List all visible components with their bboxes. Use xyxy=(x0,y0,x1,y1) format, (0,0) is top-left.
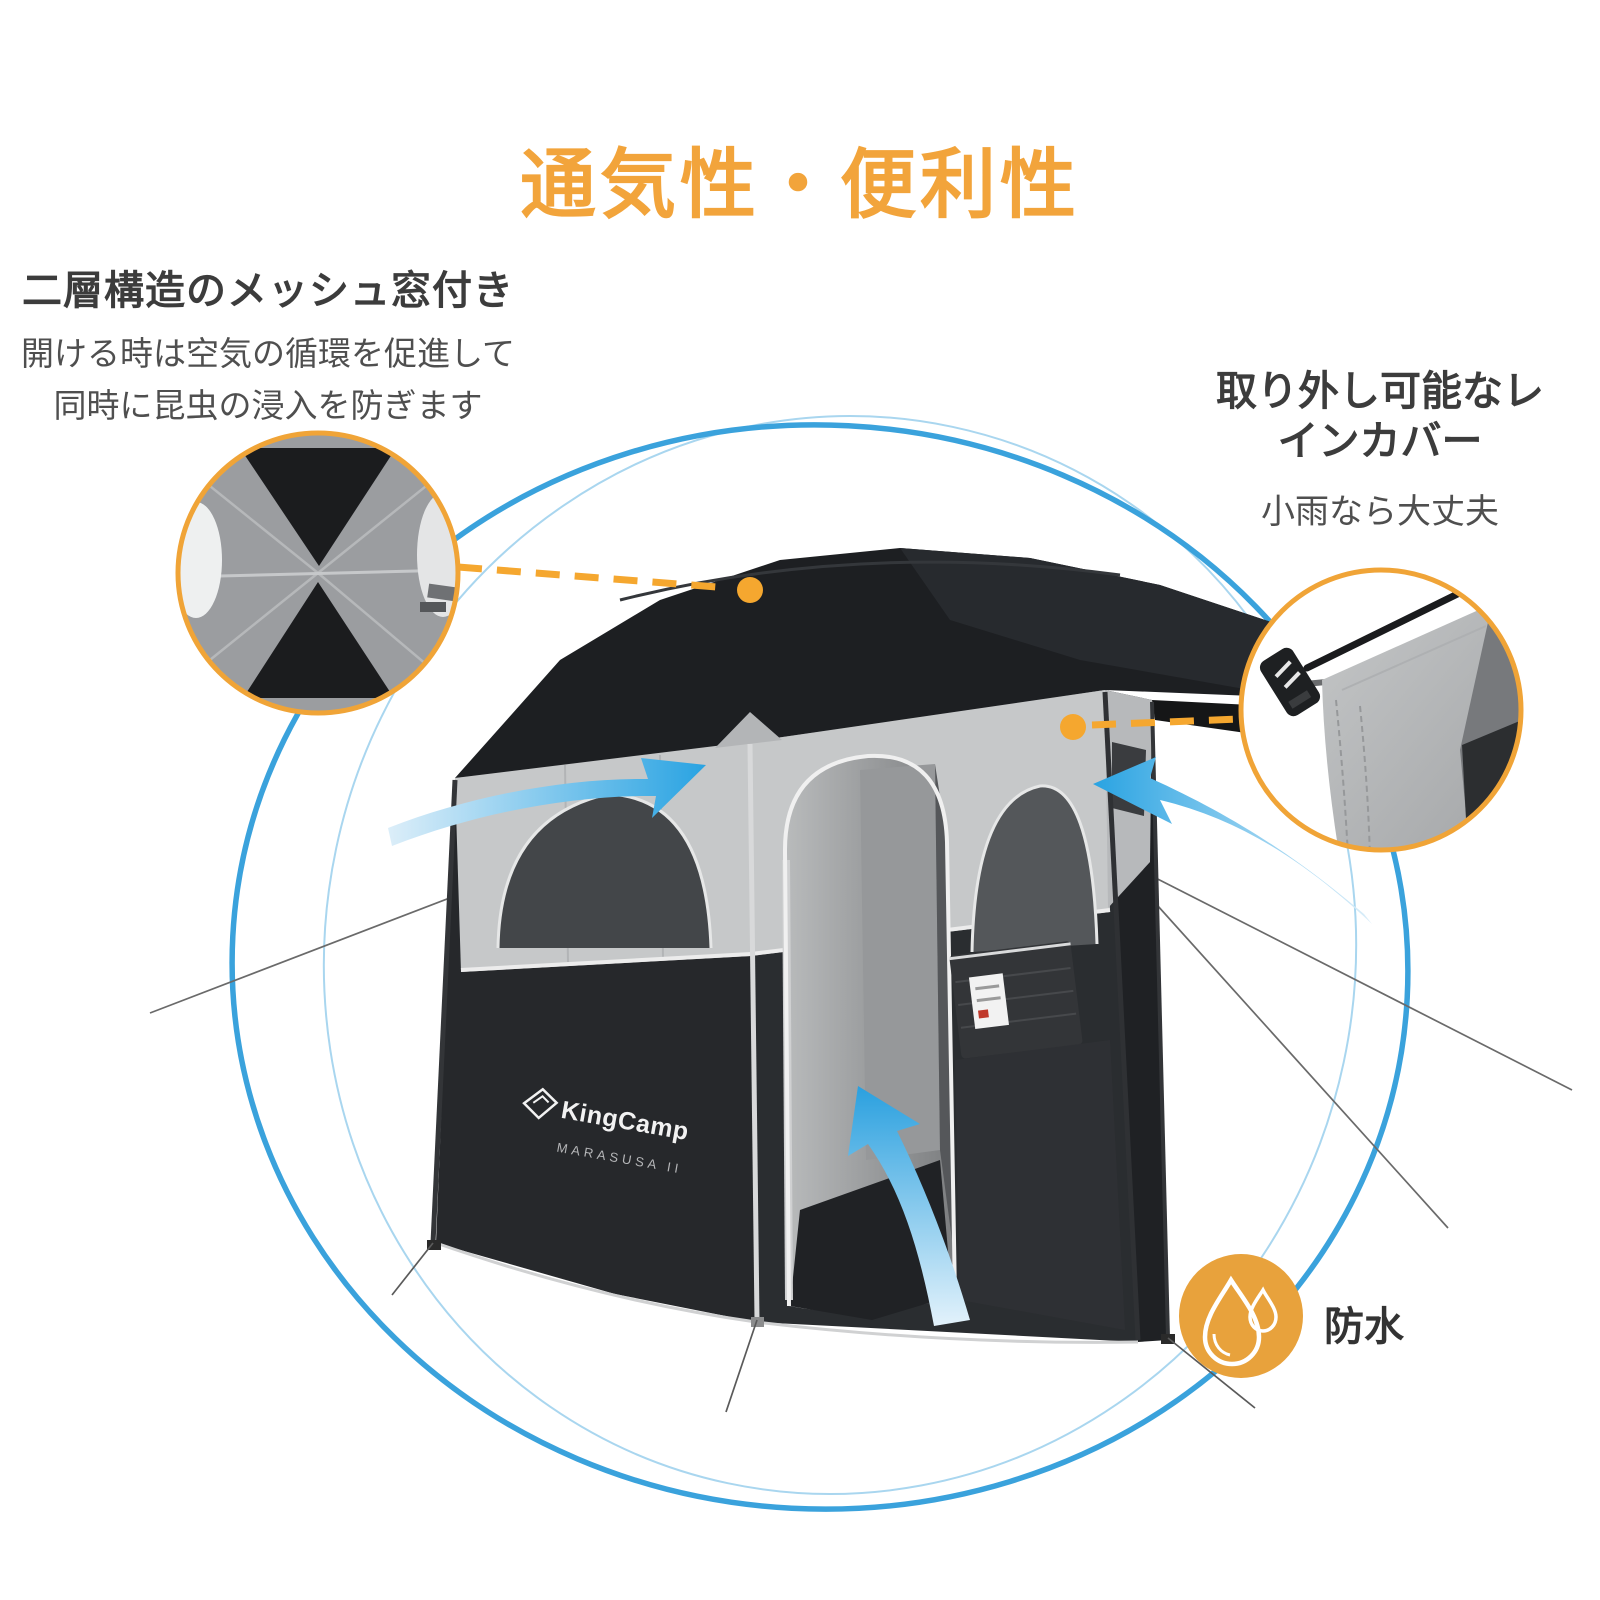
page-title: 通気性・便利性 xyxy=(520,142,1080,228)
mesh-pocket xyxy=(949,941,1083,1059)
feature-rain-cover: 取り外し可能なレインカバー 小雨なら大丈夫 xyxy=(1155,366,1600,533)
rain-cover-subtext: 小雨なら大丈夫 xyxy=(1261,493,1499,532)
stake-lines xyxy=(391,1242,1256,1413)
connector-dot-right xyxy=(1060,714,1086,740)
airflow-arrows xyxy=(388,757,1372,1326)
water-drops-icon xyxy=(1202,1275,1278,1367)
waterproof-label: 防水 xyxy=(1324,1305,1404,1349)
orbit-circle-thick xyxy=(229,422,1411,1512)
airflow-arrow-left xyxy=(388,758,706,846)
rain-cover-callout-circle xyxy=(1238,567,1524,853)
orbit-circle-thin xyxy=(322,415,1358,1495)
left-mesh-window xyxy=(498,794,711,948)
waterproof-badge xyxy=(1179,1254,1303,1378)
mesh-window-heading: 二層構造のメッシュ窓付き xyxy=(22,269,514,313)
feature-mesh-window: 二層構造のメッシュ窓付き 開ける時は空気の循環を促進して 同時に昆虫の浸入を防ぎ… xyxy=(8,258,528,430)
callout-connectors xyxy=(457,563,1241,740)
mesh-window-body-line1: 開ける時は空気の循環を促進して xyxy=(20,335,515,372)
mesh-window-body-line2: 同時に昆虫の浸入を防ぎます xyxy=(53,386,483,424)
connector-dot-left xyxy=(737,577,763,603)
right-window xyxy=(972,785,1097,952)
rain-cover-heading: 取り外し可能なレインカバー xyxy=(1216,368,1544,465)
airflow-arrow-bottom xyxy=(848,1086,970,1326)
tent-illustration: KingCamp MARASUSA II xyxy=(391,548,1392,1413)
airflow-arrow-right xyxy=(1093,757,1372,924)
mesh-window-callout-circle xyxy=(175,430,461,716)
kingcamp-diamond-icon xyxy=(522,1087,559,1120)
